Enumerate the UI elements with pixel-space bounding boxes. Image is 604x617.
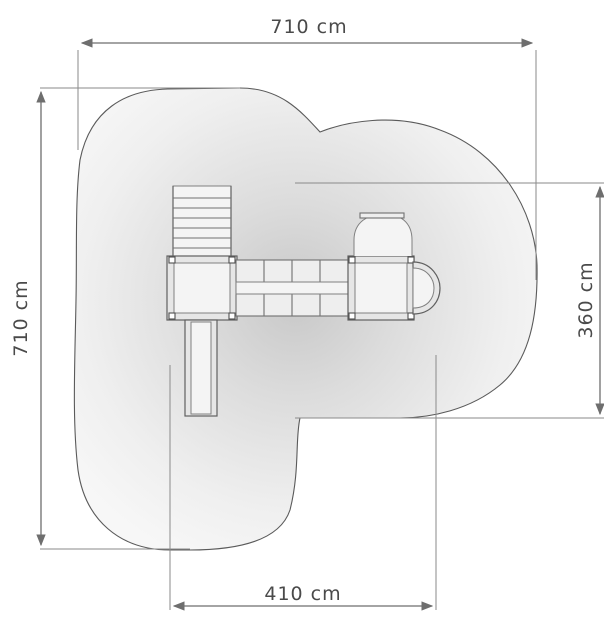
bridge — [235, 259, 351, 317]
dimension-label-left: 710 cm — [10, 279, 32, 356]
dimension-label-bottom: 410 cm — [264, 583, 341, 605]
dimension-label-top: 710 cm — [270, 16, 347, 38]
dimension-label-right: 360 cm — [575, 261, 597, 338]
safety-zone-outline — [73, 87, 538, 551]
ladder — [172, 185, 232, 259]
slide — [184, 319, 218, 417]
semicircle-panel — [412, 261, 441, 315]
arch-roof — [353, 212, 413, 256]
left-tower-platform — [166, 255, 238, 321]
right-tower-platform — [347, 255, 415, 321]
